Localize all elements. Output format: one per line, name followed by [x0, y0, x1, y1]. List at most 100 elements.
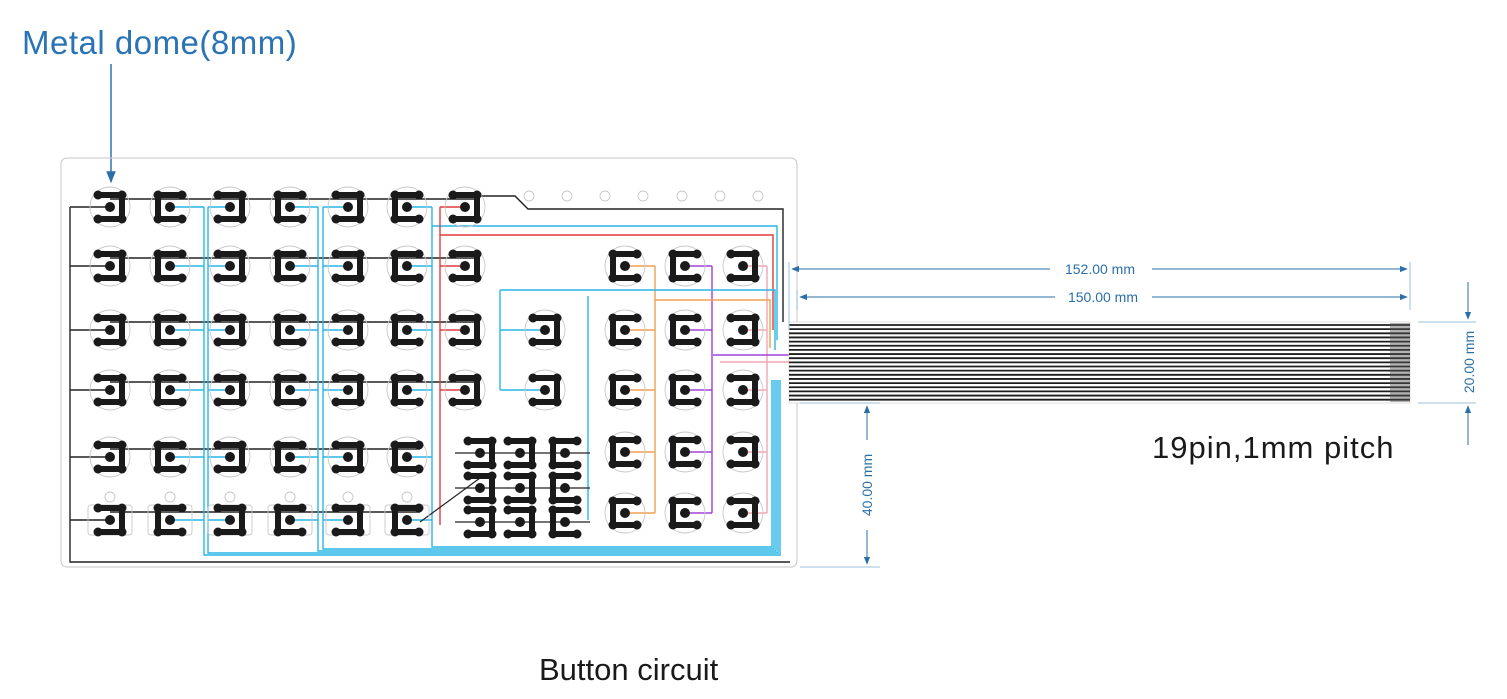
- metal-dome: [386, 186, 428, 228]
- dome-outline: [444, 186, 486, 228]
- column-trace: [432, 225, 778, 340]
- metal-dome: [524, 369, 566, 411]
- metal-dome: [89, 369, 131, 411]
- dome-pad-right-icon: [727, 250, 760, 283]
- vent-hole: [104, 491, 116, 503]
- vent-hole: [714, 190, 726, 202]
- dome-outline: [269, 245, 311, 287]
- metal-dome: [147, 504, 193, 537]
- dome-outline: [327, 436, 369, 478]
- metal-dome: [444, 245, 486, 287]
- vent-holes: [104, 190, 764, 503]
- metal-dome: [89, 309, 131, 351]
- vent-hole: [637, 190, 649, 202]
- dome-outline: [89, 245, 131, 287]
- column-trace: [655, 299, 771, 348]
- metal-dome: [722, 431, 764, 473]
- row-trace: [465, 195, 784, 322]
- metal-dome: [384, 504, 430, 537]
- dome-outline: [604, 431, 646, 473]
- dome-outline: [444, 309, 486, 351]
- dome-outline: [149, 309, 191, 351]
- metal-dome: [325, 504, 371, 537]
- metal-dome: [386, 309, 428, 351]
- metal-dome: [209, 186, 251, 228]
- dome-outline: [722, 245, 764, 287]
- metal-dome: [269, 369, 311, 411]
- metal-dome: [149, 186, 191, 228]
- dome-outline: [664, 369, 706, 411]
- dome-outline: [444, 245, 486, 287]
- metal-dome: [664, 369, 706, 411]
- dome-outline: [722, 309, 764, 351]
- metal-dome: [722, 492, 764, 534]
- metal-dome: [444, 369, 486, 411]
- metal-dome: [444, 309, 486, 351]
- dome-outline: [269, 186, 311, 228]
- metal-dome: [87, 504, 133, 537]
- metal-dome: [386, 436, 428, 478]
- dimension-152-text: 152.00 mm: [1065, 261, 1135, 277]
- metal-dome: [209, 309, 251, 351]
- dome-outline: [89, 436, 131, 478]
- dome-outline: [209, 436, 251, 478]
- dome-outline: [604, 369, 646, 411]
- dome-outline: [664, 492, 706, 534]
- metal-dome: [149, 245, 191, 287]
- metal-dome: [524, 309, 566, 351]
- column-trace: [431, 207, 773, 548]
- dome-outline: [604, 309, 646, 351]
- metal-dome: [89, 186, 131, 228]
- metal-dome: [604, 369, 646, 411]
- dome-outline: [89, 186, 131, 228]
- metal-dome: [209, 436, 251, 478]
- dimension-40: 40.00 mm: [800, 402, 880, 568]
- metal-dome: [327, 369, 369, 411]
- vent-hole: [164, 491, 176, 503]
- dome-outline: [386, 436, 428, 478]
- metal-dome: [386, 369, 428, 411]
- metal-dome: [149, 369, 191, 411]
- metal-dome: [722, 245, 764, 287]
- vent-hole: [224, 491, 236, 503]
- dome-outline: [149, 436, 191, 478]
- dome-outline: [327, 309, 369, 351]
- dome-outline: [269, 436, 311, 478]
- dome-outline: [269, 309, 311, 351]
- vent-hole: [523, 190, 535, 202]
- dome-outline: [386, 369, 428, 411]
- vent-hole: [401, 491, 413, 503]
- dome-outline: [327, 369, 369, 411]
- column-trace: [203, 207, 781, 556]
- metal-dome: [604, 309, 646, 351]
- metal-dome: [149, 436, 191, 478]
- metal-dome: [664, 245, 706, 287]
- metal-dome: [604, 245, 646, 287]
- dome-pad-right-icon: [727, 497, 760, 530]
- dome-outline: [209, 369, 251, 411]
- dimension-20: 20.00 mm: [1418, 282, 1477, 445]
- metal-dome: [269, 436, 311, 478]
- dome-outline: [386, 245, 428, 287]
- vent-hole: [752, 190, 764, 202]
- metal-dome: [604, 492, 646, 534]
- dome-outline: [149, 245, 191, 287]
- metal-dome: [89, 245, 131, 287]
- dome-outline: [269, 369, 311, 411]
- vent-hole: [676, 190, 688, 202]
- metal-dome: [149, 309, 191, 351]
- dimension-40-text: 40.00 mm: [859, 454, 875, 516]
- dome-outline: [524, 309, 566, 351]
- metal-dome: [386, 245, 428, 287]
- dome-outline: [664, 431, 706, 473]
- dimension-152: 152.00 mm: [788, 261, 1411, 330]
- dome-outline: [209, 309, 251, 351]
- dome-outline: [664, 245, 706, 287]
- column-trace: [322, 207, 775, 550]
- metal-dome: [604, 431, 646, 473]
- dome-outline: [149, 186, 191, 228]
- metal-dome: [722, 369, 764, 411]
- dome-outline: [722, 369, 764, 411]
- row-trace: [419, 477, 481, 523]
